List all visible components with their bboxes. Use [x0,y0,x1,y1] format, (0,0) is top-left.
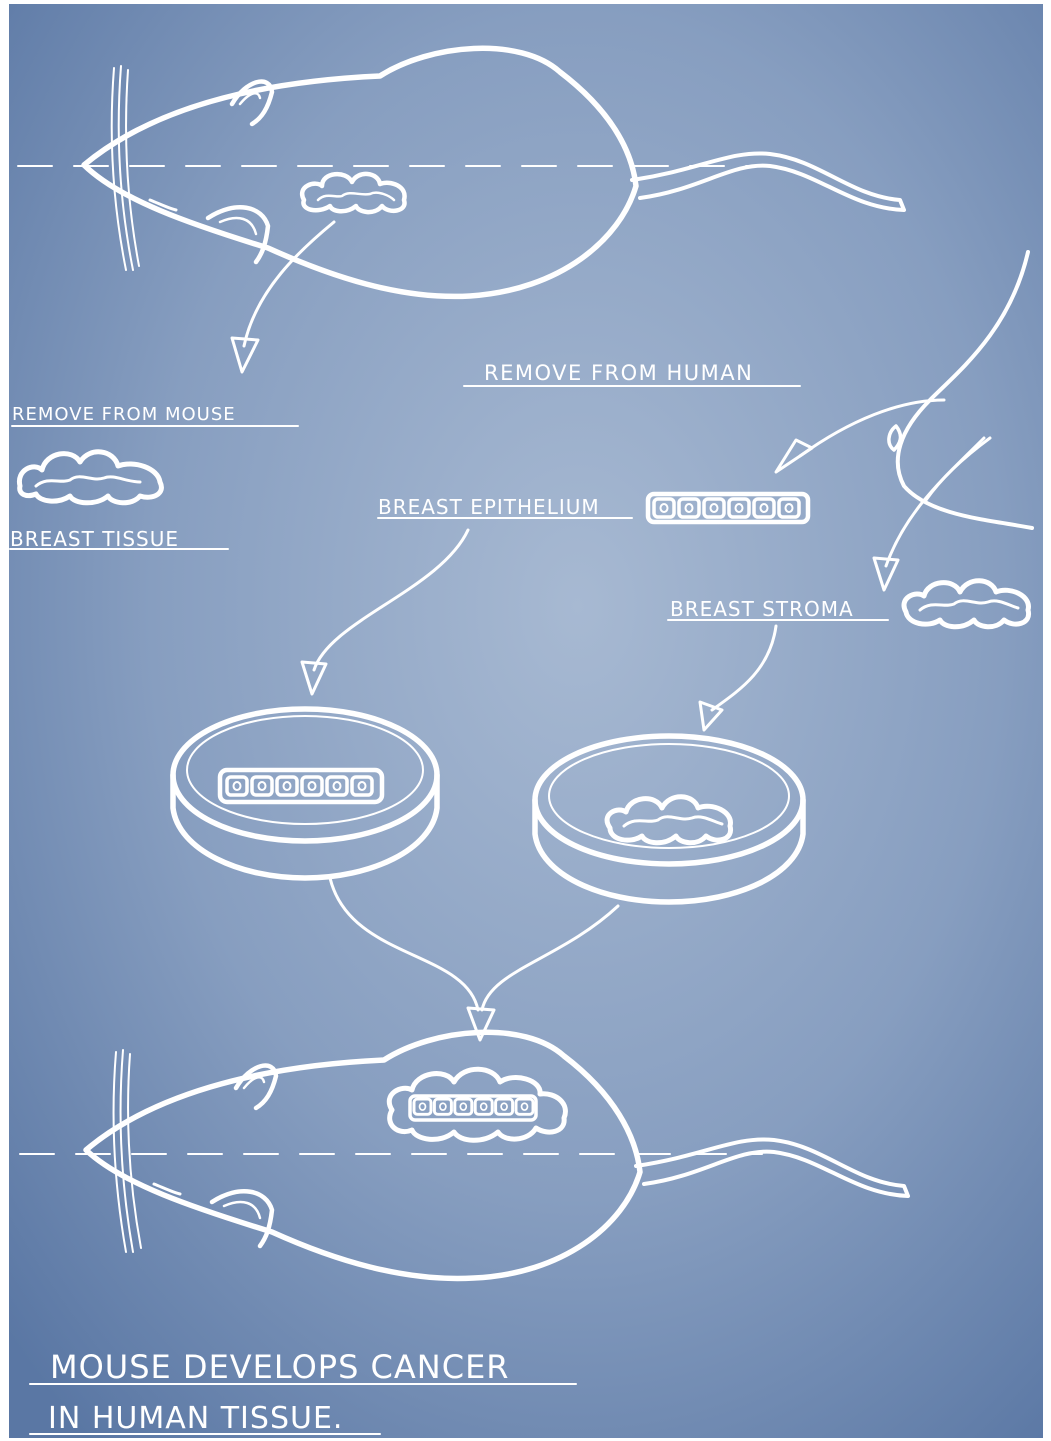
label-remove-from-human: REMOVE FROM HUMAN [484,361,753,385]
label-remove-from-mouse: REMOVE FROM MOUSE [12,404,236,425]
label-result-line1: MOUSE DEVELOPS CANCER [50,1348,510,1386]
label-breast-stroma: BREAST STROMA [670,597,854,621]
label-breast-tissue: BREAST TISSUE [10,527,179,551]
blueprint-background [9,4,1043,1438]
label-breast-epithelium: BREAST EPITHELIUM [378,495,600,519]
label-result-line2: IN HUMAN TISSUE. [48,1401,343,1436]
